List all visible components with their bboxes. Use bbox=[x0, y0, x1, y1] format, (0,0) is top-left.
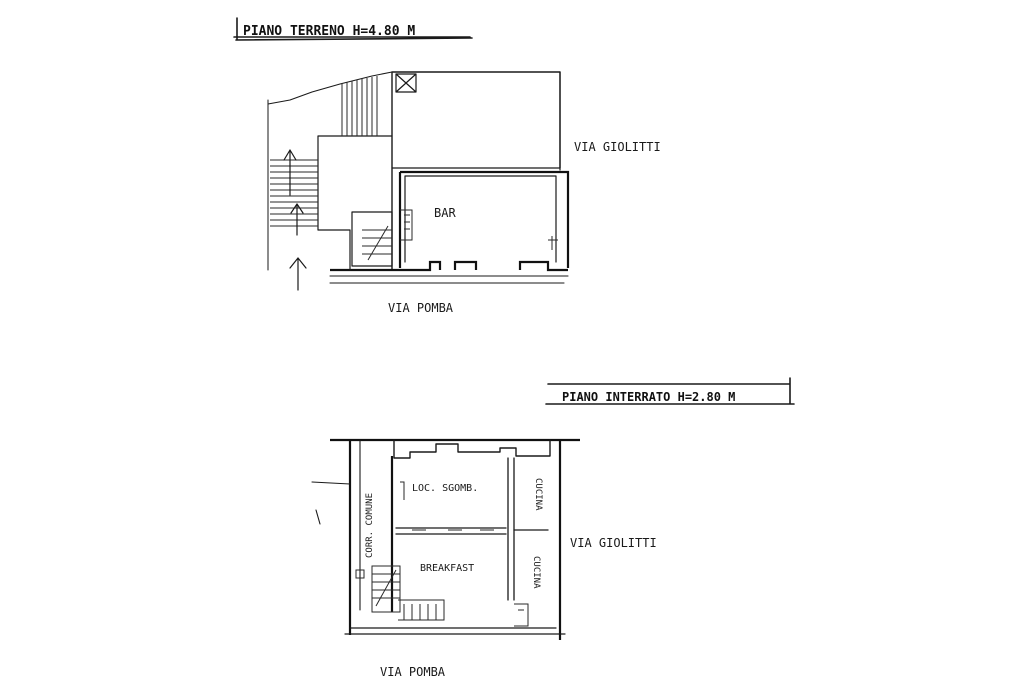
room-label-storage: LOC. SGOMB. bbox=[412, 483, 478, 494]
ground-floor-street-right: VIA GIOLITTI bbox=[574, 140, 661, 154]
basement-street-bottom: VIA POMBA bbox=[380, 665, 446, 679]
basement-plan: PIANO INTERRATO H=2.80 M bbox=[311, 377, 795, 679]
ground-floor-street-bottom: VIA POMBA bbox=[388, 301, 454, 315]
ground-floor-title-box: PIANO TERRENO H=4.80 M bbox=[233, 17, 473, 41]
basement-title-box: PIANO INTERRATO H=2.80 M bbox=[545, 377, 795, 405]
room-label-kitchen-upper: CUCINA bbox=[533, 478, 543, 511]
ground-floor-walls bbox=[267, 71, 570, 291]
ground-floor-plan: PIANO TERRENO H=4.80 M bbox=[233, 17, 661, 315]
basement-street-right: VIA GIOLITTI bbox=[570, 536, 657, 550]
room-label-breakfast: BREAKFAST bbox=[420, 563, 474, 574]
room-label-bar: BAR bbox=[434, 206, 456, 220]
basement-title: PIANO INTERRATO H=2.80 M bbox=[562, 390, 735, 404]
basement-walls bbox=[311, 438, 580, 640]
ground-floor-title: PIANO TERRENO H=4.80 M bbox=[243, 24, 415, 39]
room-label-corridor: CORR. COMUNE bbox=[365, 493, 375, 558]
room-label-kitchen-lower: CUCINA bbox=[531, 556, 541, 589]
